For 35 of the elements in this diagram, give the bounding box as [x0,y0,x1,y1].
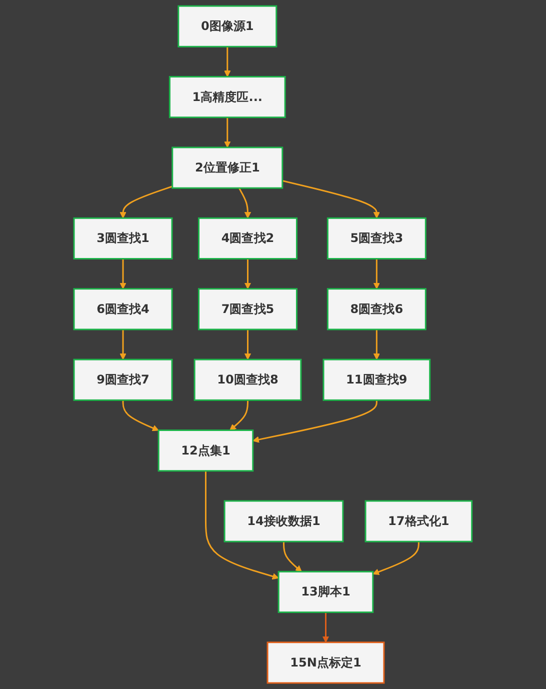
node-box: 14接收数据1 [224,500,344,542]
arrow [322,612,330,643]
node-box: 11圆查找9 [322,358,431,401]
node-box: 0图像源1 [178,5,278,48]
node-box: 10圆查找8 [194,358,302,401]
arrow [238,188,252,218]
arrow [122,400,159,432]
arrow [230,400,249,431]
arrow [372,542,420,575]
node-box: 8圆查找6 [326,288,426,330]
node-box: 9圆查找7 [73,358,173,401]
node-box: 17格式化1 [364,500,473,542]
node-box: 15N点标定1 [266,642,385,684]
node-box: 4圆查找2 [198,217,298,260]
arrow [244,329,252,360]
arrow [205,470,279,580]
node-box: 6圆查找4 [73,288,173,330]
arrow [244,258,252,290]
node-box: 7圆查找5 [198,288,298,330]
node-box: 12点集1 [158,430,254,472]
arrow [373,258,380,290]
node-box: 13脚本1 [278,570,374,614]
arrow [252,400,378,443]
arrow [120,186,173,218]
node-box: 1高精度匹... [169,76,286,118]
arrow [282,180,380,218]
arrow [283,542,302,572]
node-box: 2位置修正1 [172,146,284,189]
node-box: 3圆查找1 [73,217,173,260]
node-box: 5圆查找3 [326,217,426,260]
arrow [224,117,231,148]
arrow [373,329,380,360]
arrow [120,258,126,290]
arrow [224,46,231,78]
arrow [120,329,126,360]
